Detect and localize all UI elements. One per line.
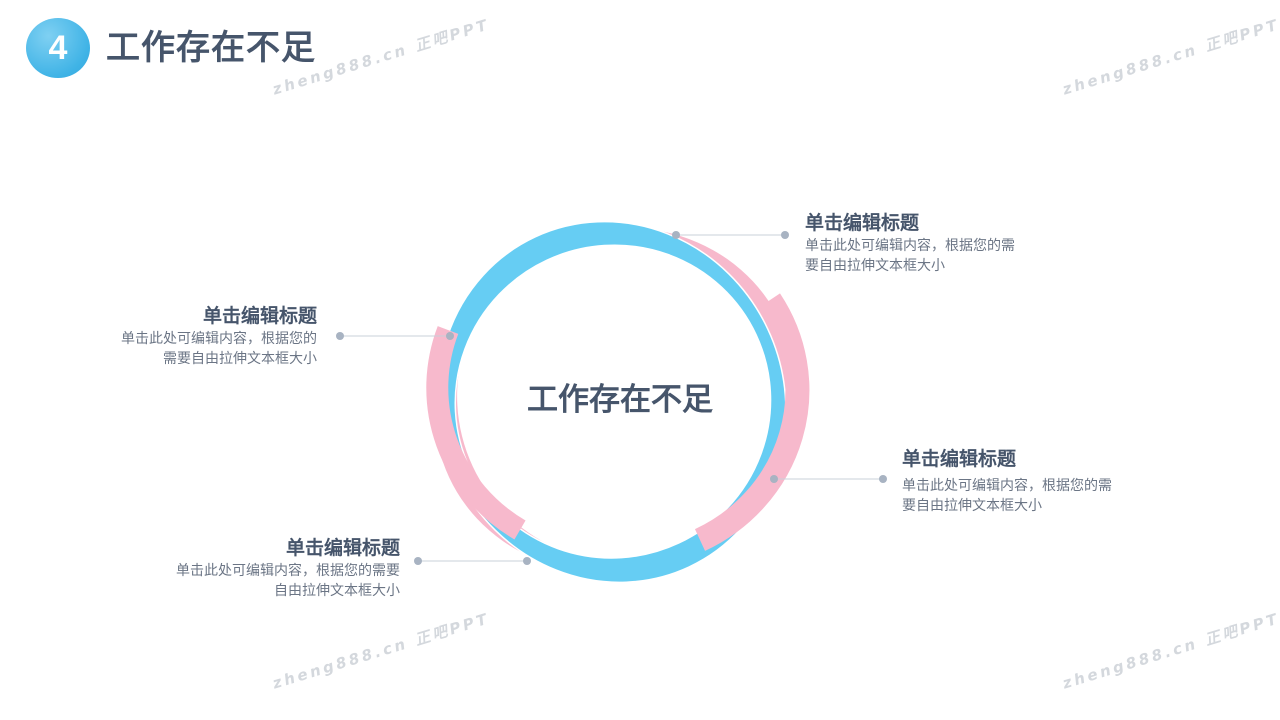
item-top-right[interactable]: 单击编辑标题 单击此处可编辑内容，根据您的需 要自由拉伸文本框大小 — [805, 210, 1015, 276]
item-bottom-left[interactable]: 单击编辑标题 单击此处可编辑内容，根据您的需要 自由拉伸文本框大小 — [176, 535, 400, 601]
item-title: 单击编辑标题 — [902, 448, 1017, 470]
item-title: 单击编辑标题 — [285, 537, 400, 559]
item-right[interactable]: 单击编辑标题 单击此处可编辑内容，根据您的需 要自由拉伸文本框大小 — [902, 446, 1112, 516]
item-desc-line: 要自由拉伸文本框大小 — [902, 498, 1042, 514]
item-title: 单击编辑标题 — [202, 305, 317, 327]
page-title: 工作存在不足 — [106, 28, 316, 68]
pink-ring-overlap-right — [694, 293, 810, 551]
item-title: 单击编辑标题 — [805, 212, 920, 234]
pink-ring-overlap-left — [426, 326, 526, 540]
item-desc-line: 自由拉伸文本框大小 — [274, 583, 400, 599]
item-desc-line: 要自由拉伸文本框大小 — [805, 258, 945, 274]
connector-lines — [340, 234, 883, 562]
item-left[interactable]: 单击编辑标题 单击此处可编辑内容，根据您的 需要自由拉伸文本框大小 — [121, 303, 317, 369]
blue-ring — [437, 221, 787, 583]
item-desc-line: 需要自由拉伸文本框大小 — [163, 351, 317, 367]
item-desc-line: 单击此处可编辑内容，根据您的 — [121, 331, 317, 347]
item-desc-line: 单击此处可编辑内容，根据您的需 — [902, 478, 1112, 494]
item-desc-line: 单击此处可编辑内容，根据您的需要 — [176, 563, 400, 579]
section-number-badge: 4 — [26, 18, 90, 78]
connector-dots — [336, 231, 887, 565]
center-label: 工作存在不足 — [527, 382, 713, 418]
item-desc-line: 单击此处可编辑内容，根据您的需 — [805, 238, 1015, 254]
